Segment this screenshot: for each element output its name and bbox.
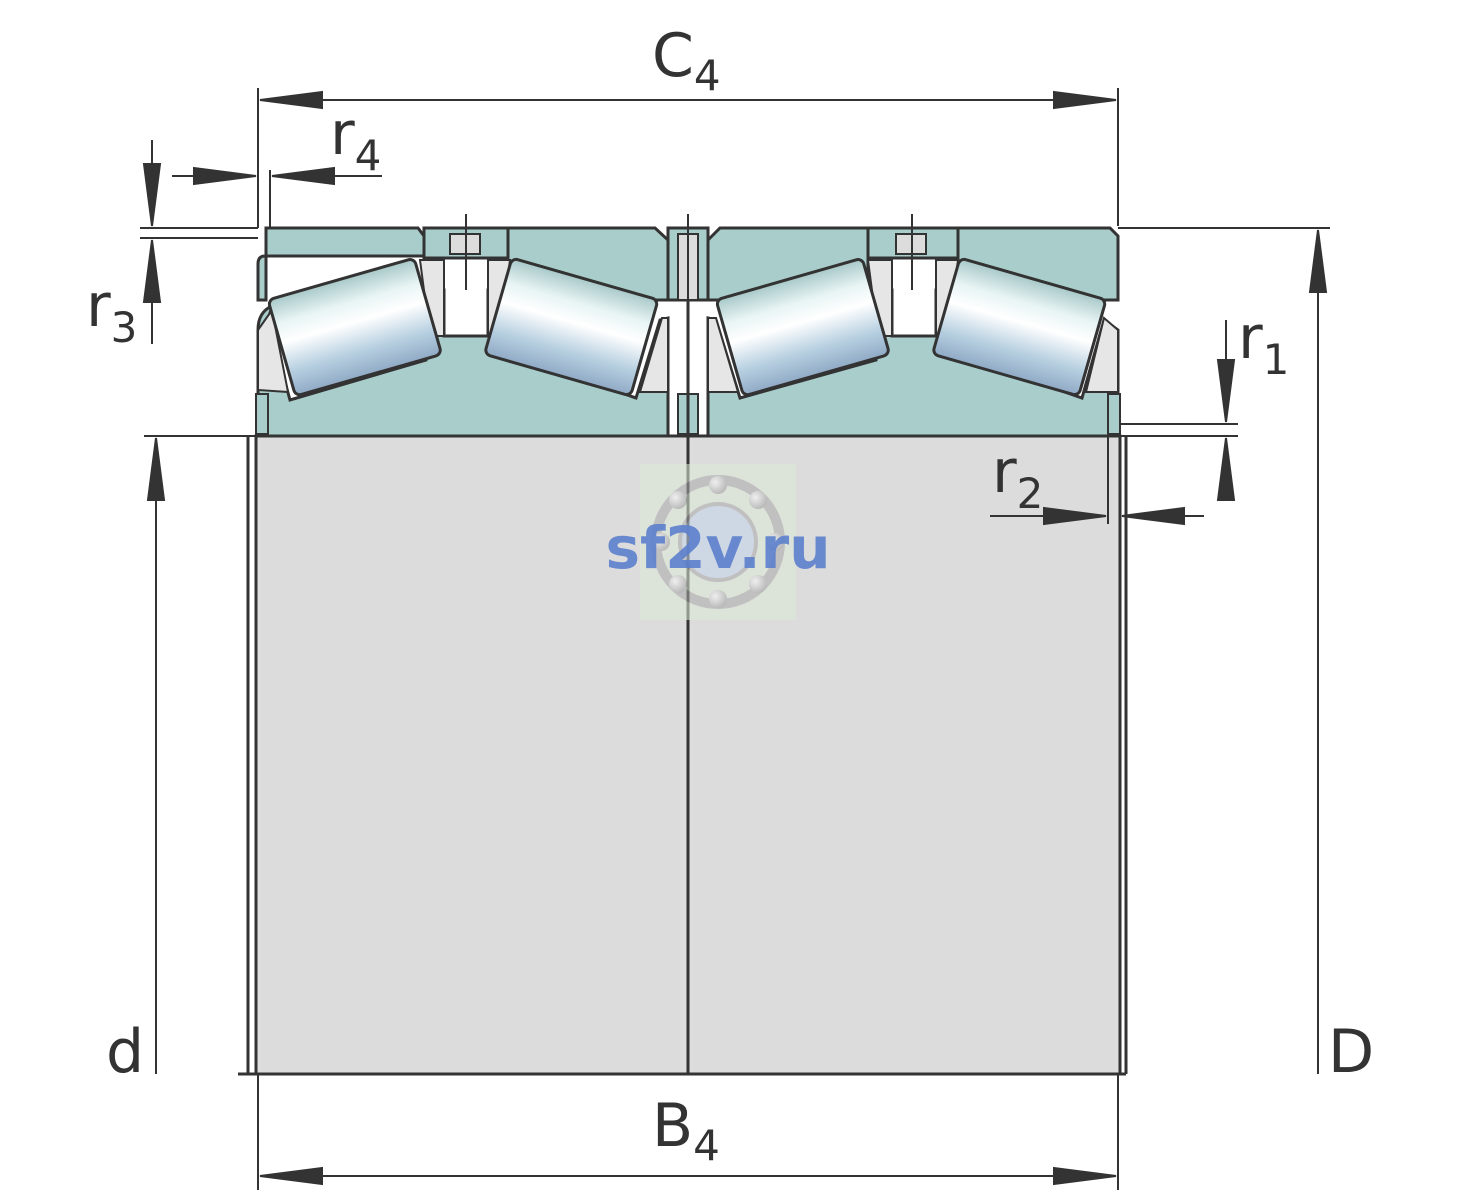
watermark-ball-4 bbox=[749, 575, 767, 593]
r1-arrow-bottom bbox=[1216, 437, 1236, 501]
r3-arrow-bottom bbox=[142, 239, 162, 303]
c4-arrow-left bbox=[259, 90, 323, 110]
label-r4: r4 bbox=[330, 99, 381, 180]
label-c4: C4 bbox=[652, 21, 721, 100]
c4-arrow-right bbox=[1053, 90, 1117, 110]
roller-3 bbox=[715, 258, 890, 397]
label-d-outer: D bbox=[1328, 1017, 1374, 1087]
cage-left-1 bbox=[257, 307, 290, 394]
watermark-ball-3 bbox=[766, 533, 784, 551]
r1-arrow-top bbox=[1216, 359, 1236, 423]
notch-right bbox=[1107, 393, 1121, 435]
roller-1 bbox=[267, 258, 442, 397]
b4-arrow-right bbox=[1053, 1166, 1117, 1186]
label-r1: r1 bbox=[1238, 303, 1289, 384]
r2-arrow-right bbox=[1121, 506, 1185, 526]
watermark bbox=[640, 464, 796, 620]
label-r3: r3 bbox=[86, 271, 137, 352]
d-inner-arrow bbox=[146, 437, 166, 501]
roller-2 bbox=[484, 257, 659, 397]
d-outer-arrow bbox=[1308, 229, 1328, 293]
rollers bbox=[267, 257, 1107, 397]
cage-right-4 bbox=[1084, 316, 1119, 393]
b4-arrow-left bbox=[259, 1166, 323, 1186]
r4-arrow-left bbox=[193, 166, 257, 186]
r3-arrow-top bbox=[142, 163, 162, 227]
watermark-ball-6 bbox=[669, 575, 687, 593]
notch-left bbox=[255, 393, 269, 435]
watermark-ring-inner bbox=[678, 502, 758, 582]
label-d-inner: d bbox=[106, 1017, 144, 1087]
watermark-ball-8 bbox=[669, 491, 687, 509]
watermark-ball-7 bbox=[652, 533, 670, 551]
roller-4 bbox=[932, 257, 1107, 397]
label-b4: B4 bbox=[652, 1091, 720, 1170]
cage-right-1 bbox=[707, 317, 740, 393]
inner-ring-left bbox=[254, 434, 690, 1076]
watermark-ball-5 bbox=[709, 590, 727, 608]
dimension-lines bbox=[140, 88, 1330, 1190]
r2-arrow-left bbox=[1043, 506, 1107, 526]
label-r2: r2 bbox=[992, 437, 1043, 518]
r4-arrow-right bbox=[271, 166, 335, 186]
watermark-ball-2 bbox=[749, 491, 767, 509]
watermark-text: sf2v.ru bbox=[605, 514, 830, 582]
watermark-ball-1 bbox=[709, 476, 727, 494]
cage-left-4 bbox=[638, 317, 669, 393]
